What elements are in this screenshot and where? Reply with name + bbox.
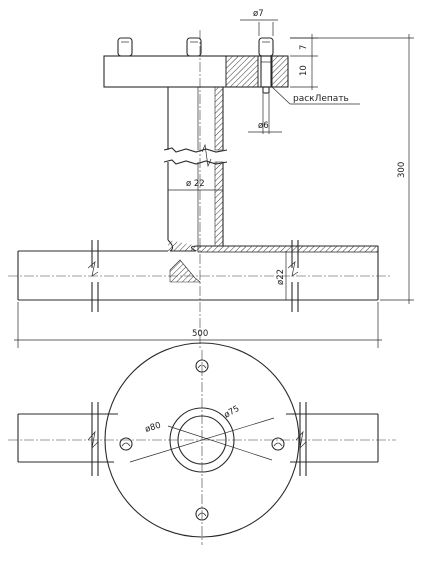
label-flange-thickness: 10 xyxy=(299,65,309,76)
pin-center xyxy=(186,37,202,57)
flange-plate xyxy=(103,55,289,88)
flange-section-hatch xyxy=(225,55,259,88)
pin-right xyxy=(258,37,274,94)
label-length-total: 500 xyxy=(192,329,208,339)
pin-hole-left xyxy=(119,437,133,451)
dim-hole-top: ø7 xyxy=(240,9,278,36)
pin-hole-right xyxy=(271,437,285,451)
elevation-view: ø7 7 10 раскЛепать ø6 ø 22 xyxy=(8,9,414,350)
horizontal-pipe xyxy=(8,240,392,312)
label-height-total: 300 xyxy=(397,162,407,178)
dim-flange-thickness: 7 10 xyxy=(290,34,318,90)
plan-view: ø80 ø75 xyxy=(8,342,396,545)
label-plan-dia-outer: ø75 xyxy=(223,404,242,421)
dim-length: 500 xyxy=(14,302,382,348)
weld-bottom xyxy=(169,259,201,283)
label-flange-thickness-top: 7 xyxy=(299,45,309,50)
dim-pin: ø6 xyxy=(248,94,282,134)
label-pipe-dia-horizontal: ø22 xyxy=(276,269,286,285)
dim-vertical-pipe: ø 22 xyxy=(168,179,223,191)
leader-dia-inner xyxy=(129,417,275,463)
pin-left xyxy=(117,37,133,57)
dim-horizontal-pipe: ø22 xyxy=(276,251,287,300)
label-pipe-dia-vertical: ø 22 xyxy=(186,179,205,189)
flange-section-hatch-right xyxy=(271,55,289,88)
note-peen: раскЛепать xyxy=(270,85,360,105)
label-pin-dia: ø6 xyxy=(258,121,269,131)
label-peen-note: раскЛепать xyxy=(293,94,349,104)
label-hole-top-dia: ø7 xyxy=(253,9,264,19)
leader-dia-outer xyxy=(167,425,273,461)
dim-height: 300 xyxy=(290,34,414,304)
vertical-pipe xyxy=(163,86,228,247)
label-plan-dia-inner: ø80 xyxy=(144,421,162,435)
